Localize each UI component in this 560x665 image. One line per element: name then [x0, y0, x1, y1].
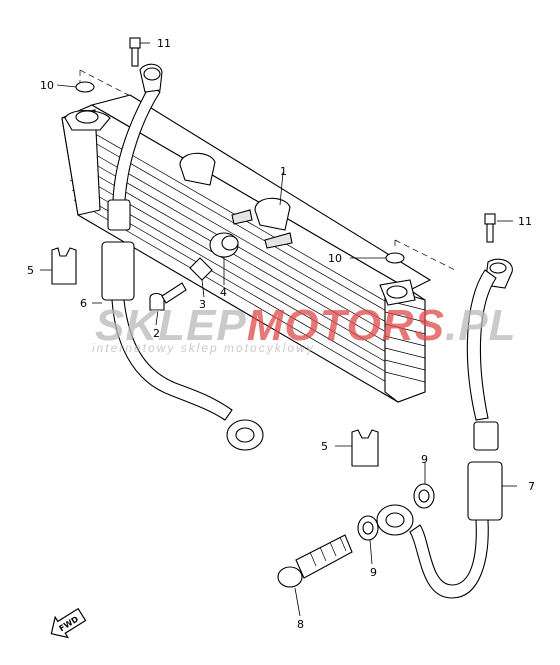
callout-6: 6 [80, 297, 87, 310]
clamp-right [351, 429, 379, 467]
oil-cooler [61, 69, 456, 403]
callout-3: 3 [199, 298, 206, 311]
callout-11-left: 11 [157, 37, 171, 50]
oil-hose-right [376, 258, 513, 599]
leader-lines [40, 42, 517, 617]
watermark-subtitle: internetowy sklep motocyklowy [92, 341, 315, 355]
o-ring-right [385, 252, 405, 264]
union-bolt [277, 534, 353, 588]
washer-b [357, 515, 379, 541]
bolt-top-right [484, 213, 496, 243]
callout-2: 2 [153, 327, 160, 340]
watermark: SKLEPMOTORS.PL internetowy sklep motocyk… [92, 301, 516, 355]
callout-10-right: 10 [328, 252, 342, 265]
callout-5-left: 5 [27, 264, 34, 277]
fwd-arrow-badge: FWD [50, 607, 87, 639]
oil-hose-left [101, 63, 264, 451]
callout-1: 1 [280, 165, 287, 178]
grommet [209, 232, 239, 258]
washer-a [413, 483, 435, 509]
watermark-brand: SKLEPMOTORS.PL [95, 301, 516, 350]
clamp-left [51, 247, 77, 285]
o-ring-top-left [75, 81, 95, 93]
callout-9-upper: 9 [421, 453, 428, 466]
callout-8: 8 [297, 618, 304, 631]
callout-4: 4 [220, 286, 227, 299]
collar [189, 257, 213, 281]
callout-11-right: 11 [518, 215, 532, 228]
callout-9-lower: 9 [370, 566, 377, 579]
bolt-top-left [129, 37, 141, 67]
callout-10-left: 10 [40, 79, 54, 92]
bolt-2 [149, 282, 187, 311]
callout-7: 7 [528, 480, 535, 493]
callout-5-right: 5 [321, 440, 328, 453]
